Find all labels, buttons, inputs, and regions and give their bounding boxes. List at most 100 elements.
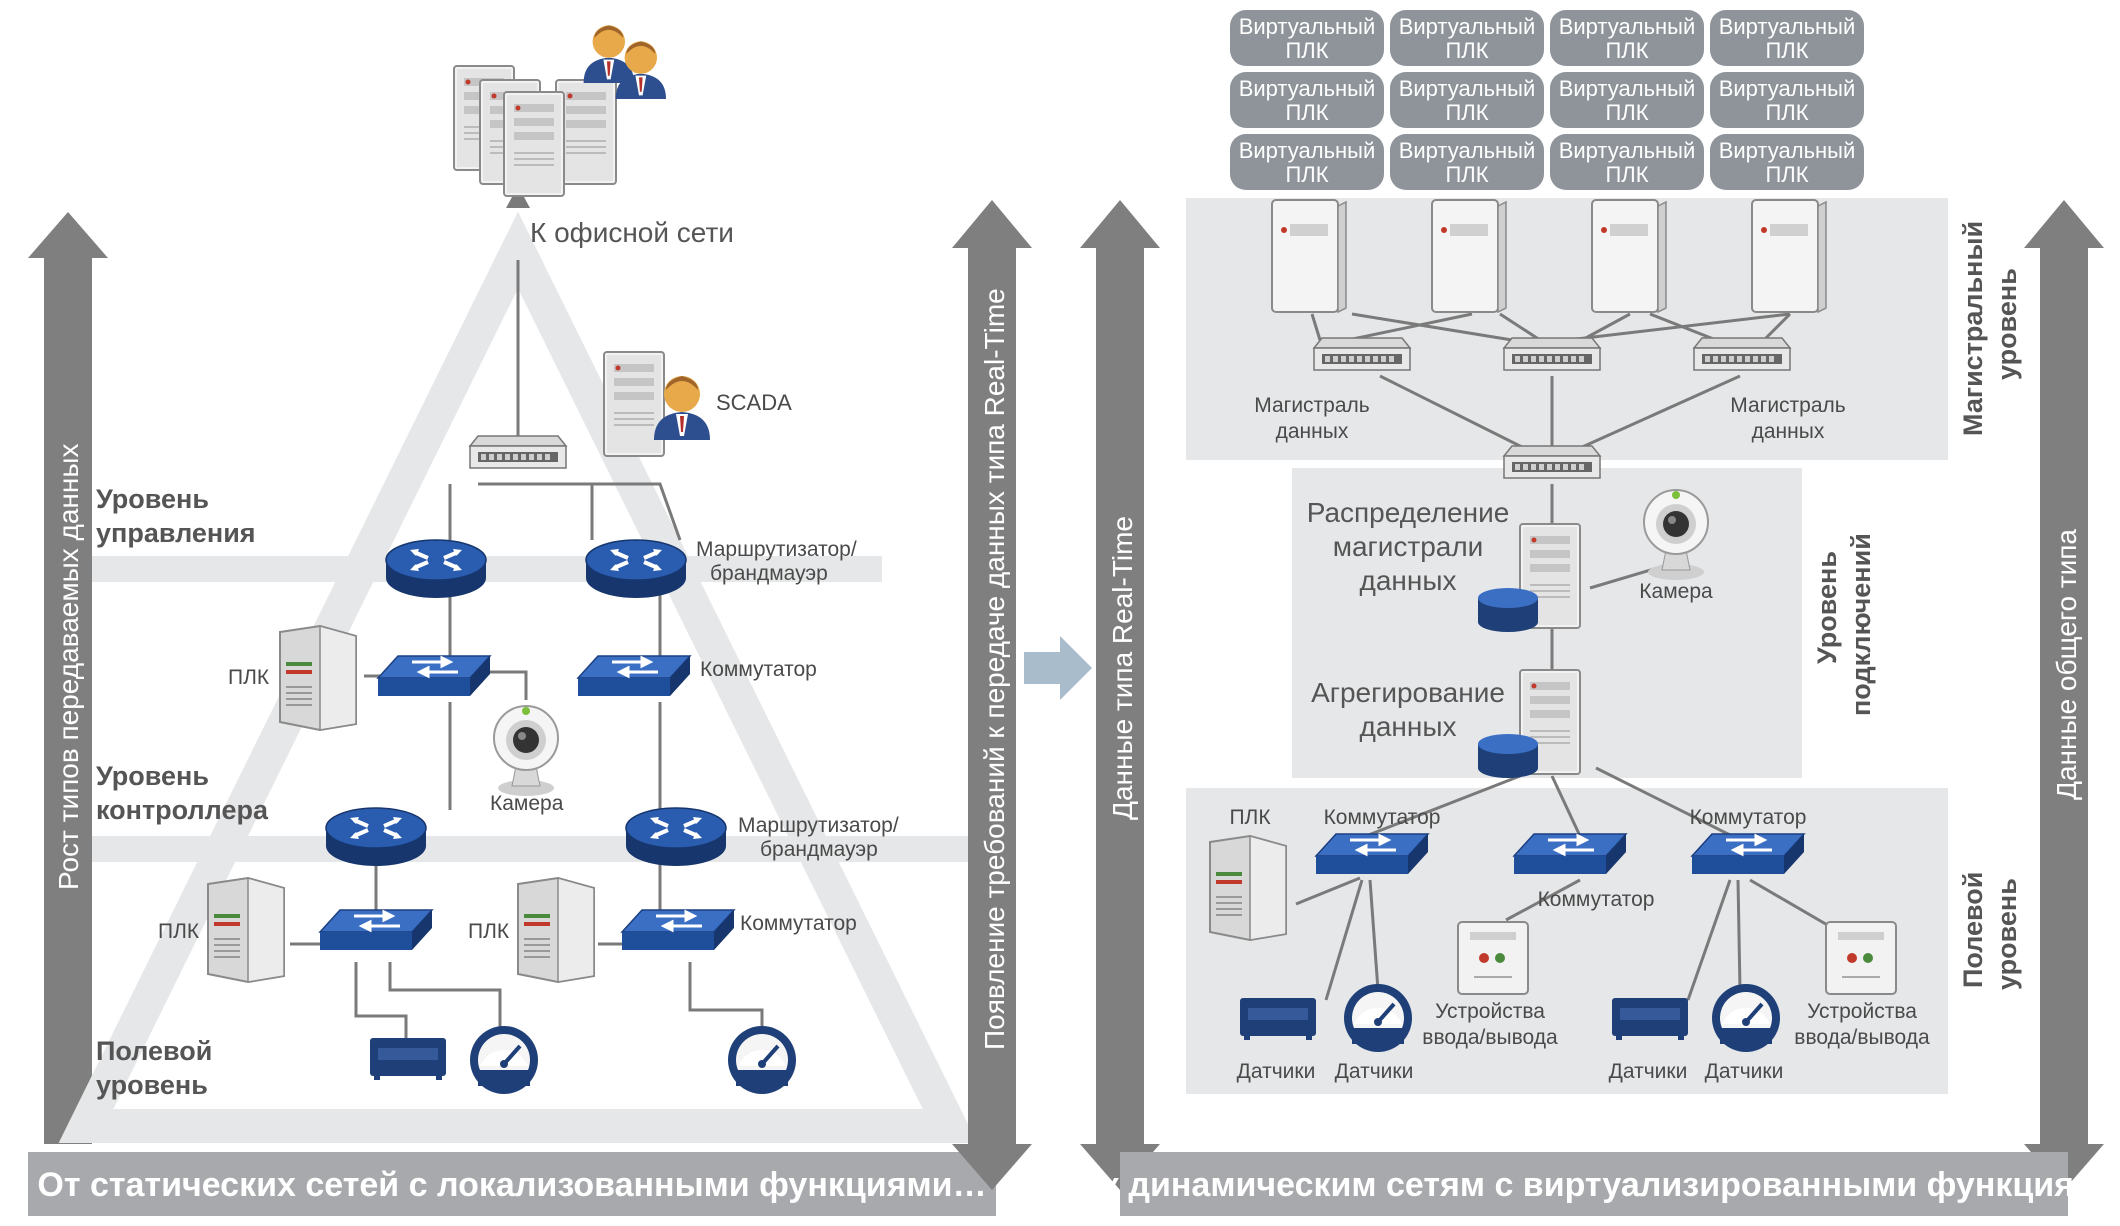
sensors-label: Датчики [1609, 1060, 1688, 1083]
virtual-plc-label: ПЛК [1285, 38, 1328, 63]
camera-label: Камера [490, 792, 564, 815]
svg-text:контроллера: контроллера [96, 795, 269, 825]
gauge-icon [468, 1024, 540, 1096]
control-hub-icon [469, 435, 567, 469]
svg-text:Маршрутизатор/: Маршрутизатор/ [738, 814, 899, 837]
right-banner [1120, 1152, 2068, 1216]
switch-icon [1690, 832, 1806, 876]
io-device-icon [1457, 921, 1529, 995]
svg-text:данных: данных [1752, 420, 1825, 443]
router-firewall-label: Маршрутизатор/ брандмауэр [738, 814, 899, 861]
virtual-plc-label: ПЛК [1765, 162, 1808, 187]
backbone-hub-icon [1693, 337, 1791, 371]
switch-label: Коммутатор [740, 912, 857, 935]
virtual-plc-label: Виртуальный [1559, 76, 1696, 101]
gauge-icon [1342, 982, 1414, 1054]
virtual-plc-label: ПЛК [1445, 100, 1488, 125]
svg-text:Данные типа Real-Time: Данные типа Real-Time [1107, 516, 1138, 820]
virtual-plc-label: Виртуальный [1239, 14, 1376, 39]
data-types-growth-label: Рост типов передаваемых данных [53, 444, 84, 890]
level-field-title: Полевой уровень [96, 1036, 212, 1100]
virtual-plc-label: Виртуальный [1239, 76, 1376, 101]
router-icon [384, 538, 488, 600]
virtual-plc-label: Виртуальный [1399, 14, 1536, 39]
office-arrow-head [506, 186, 530, 208]
svg-text:данных: данных [1360, 711, 1457, 742]
router-firewall-label: Маршрутизатор/ брандмауэр [696, 538, 857, 585]
switch-icon [1314, 832, 1430, 876]
plc-icon [1209, 835, 1287, 941]
left-banner [28, 1152, 996, 1216]
office-servers-icon [453, 25, 666, 197]
plc-icon [207, 877, 285, 983]
sensor-icon [370, 1038, 446, 1080]
virtual-plc-label: ПЛК [1605, 100, 1648, 125]
switch-icon [620, 908, 736, 952]
distribution-hub-icon [1503, 445, 1601, 479]
router-icon [324, 806, 428, 868]
svg-text:Маршрутизатор/: Маршрутизатор/ [696, 538, 857, 561]
svg-text:Распределение: Распределение [1307, 497, 1510, 528]
virtual-plc-grid: ВиртуальныйПЛКВиртуальныйПЛКВиртуальныйП… [1230, 10, 1864, 190]
svg-text:Уровень: Уровень [1812, 551, 1842, 664]
camera-label: Камера [1639, 580, 1713, 603]
svg-text:данных: данных [1276, 420, 1349, 443]
switch-label: Коммутатор [1538, 888, 1655, 911]
gauge-icon [726, 1024, 798, 1096]
control-level-band [92, 556, 882, 582]
switch-label: Коммутатор [1690, 806, 1807, 829]
controller-level-band [92, 836, 972, 862]
plc-icon [517, 877, 595, 983]
virtual-plc-label: ПЛК [1445, 162, 1488, 187]
svg-text:Устройства: Устройства [1435, 1000, 1545, 1023]
sensors-label: Датчики [1705, 1060, 1784, 1083]
svg-text:Агрегирование: Агрегирование [1311, 677, 1505, 708]
level-backbone-title: Магистральный уровень [1958, 221, 2022, 436]
sensor-icon [1240, 998, 1316, 1040]
gauge-icon [1710, 982, 1782, 1054]
virtual-plc-label: Виртуальный [1719, 138, 1856, 163]
switch-label: Коммутатор [1324, 806, 1441, 829]
switch-icon [576, 654, 692, 698]
svg-text:Уровень: Уровень [96, 761, 209, 791]
virtual-plc-label: Виртуальный [1399, 138, 1536, 163]
svg-text:Магистральный: Магистральный [1958, 221, 1988, 436]
switch-label: Коммутатор [700, 658, 817, 681]
sensor-icon [1612, 998, 1688, 1040]
virtual-plc-label: Виртуальный [1719, 76, 1856, 101]
virtual-plc-label: Виртуальный [1719, 14, 1856, 39]
virtual-plc-label: Виртуальный [1559, 14, 1696, 39]
camera-icon [493, 705, 559, 797]
aggregation-label: Агрегирование данных [1311, 677, 1505, 742]
svg-text:уровень: уровень [1992, 268, 2022, 380]
svg-text:уровень: уровень [96, 1070, 208, 1100]
plc-label: ПЛК [1229, 806, 1271, 829]
svg-text:брандмауэр: брандмауэр [760, 838, 878, 861]
virtual-plc-label: ПЛК [1285, 162, 1328, 187]
virtual-plc-label: ПЛК [1765, 100, 1808, 125]
svg-text:управления: управления [96, 518, 256, 548]
realtime-data-arrow: Данные типа Real-Time [1080, 200, 1160, 1190]
router-icon [624, 806, 728, 868]
virtual-plc-label: ПЛК [1605, 38, 1648, 63]
svg-text:Полевой: Полевой [1958, 872, 1988, 988]
office-network-label: К офисной сети [530, 217, 734, 248]
backbone-label: Магистраль данных [1254, 394, 1370, 443]
plc-label: ПЛК [158, 920, 200, 943]
switch-icon [1512, 832, 1628, 876]
database-icon [1478, 588, 1538, 632]
level-connections-title: Уровень подключений [1812, 533, 1876, 716]
left-network-links [290, 260, 764, 1040]
virtual-plc-label: ПЛК [1605, 162, 1648, 187]
scada-server-icon [603, 351, 710, 457]
plc-label: ПЛК [468, 920, 510, 943]
backbone-server-icon [1751, 199, 1827, 313]
